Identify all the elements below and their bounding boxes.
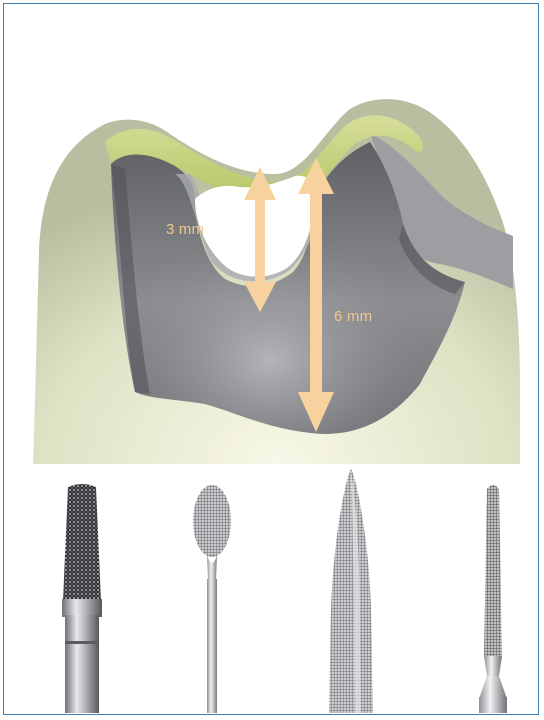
- depth-label-3mm: 3 mm: [166, 221, 204, 238]
- arrow-6mm: [298, 158, 334, 432]
- tapered-bur-icon: [473, 481, 513, 713]
- flat-end-tapered-bur-icon: [57, 481, 107, 713]
- flame-bur-icon: [323, 468, 379, 713]
- football-bur-icon: [187, 481, 237, 713]
- arrow-3mm: [244, 167, 276, 312]
- depth-label-6mm: 6 mm: [334, 308, 372, 325]
- bur-row: [25, 468, 520, 713]
